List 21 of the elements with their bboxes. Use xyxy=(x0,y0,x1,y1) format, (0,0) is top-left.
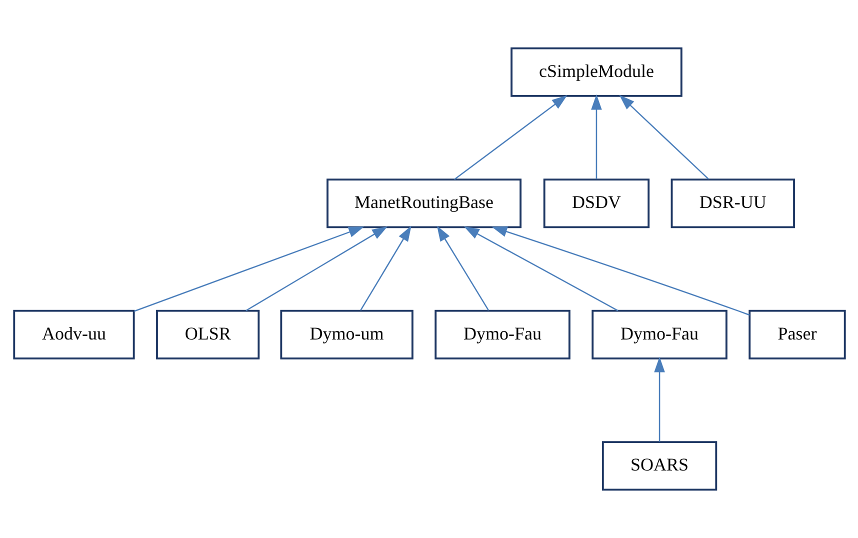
arrow xyxy=(245,226,388,312)
arrow xyxy=(491,226,750,316)
arrow xyxy=(618,94,708,180)
node-box: Dymo-Fau xyxy=(591,310,727,360)
arrow xyxy=(590,94,602,180)
node-box: DSDV xyxy=(542,178,650,228)
node-box: Aodv-uu xyxy=(12,310,134,360)
node-box: ManetRoutingBase xyxy=(326,178,522,228)
node-box: OLSR xyxy=(156,310,260,360)
arrow xyxy=(463,226,618,312)
node-box: cSimpleModule xyxy=(510,47,682,97)
node-box: DSR-UU xyxy=(670,178,794,228)
arrow xyxy=(436,226,489,311)
node-box: Dymo-Fau xyxy=(434,310,570,360)
node-box: SOARS xyxy=(601,441,717,491)
arrow xyxy=(454,95,567,180)
arrow xyxy=(133,226,364,312)
node-box: Dymo-um xyxy=(280,310,413,360)
node-box: Paser xyxy=(748,310,846,360)
arrow xyxy=(654,356,664,442)
arrow xyxy=(360,226,411,311)
